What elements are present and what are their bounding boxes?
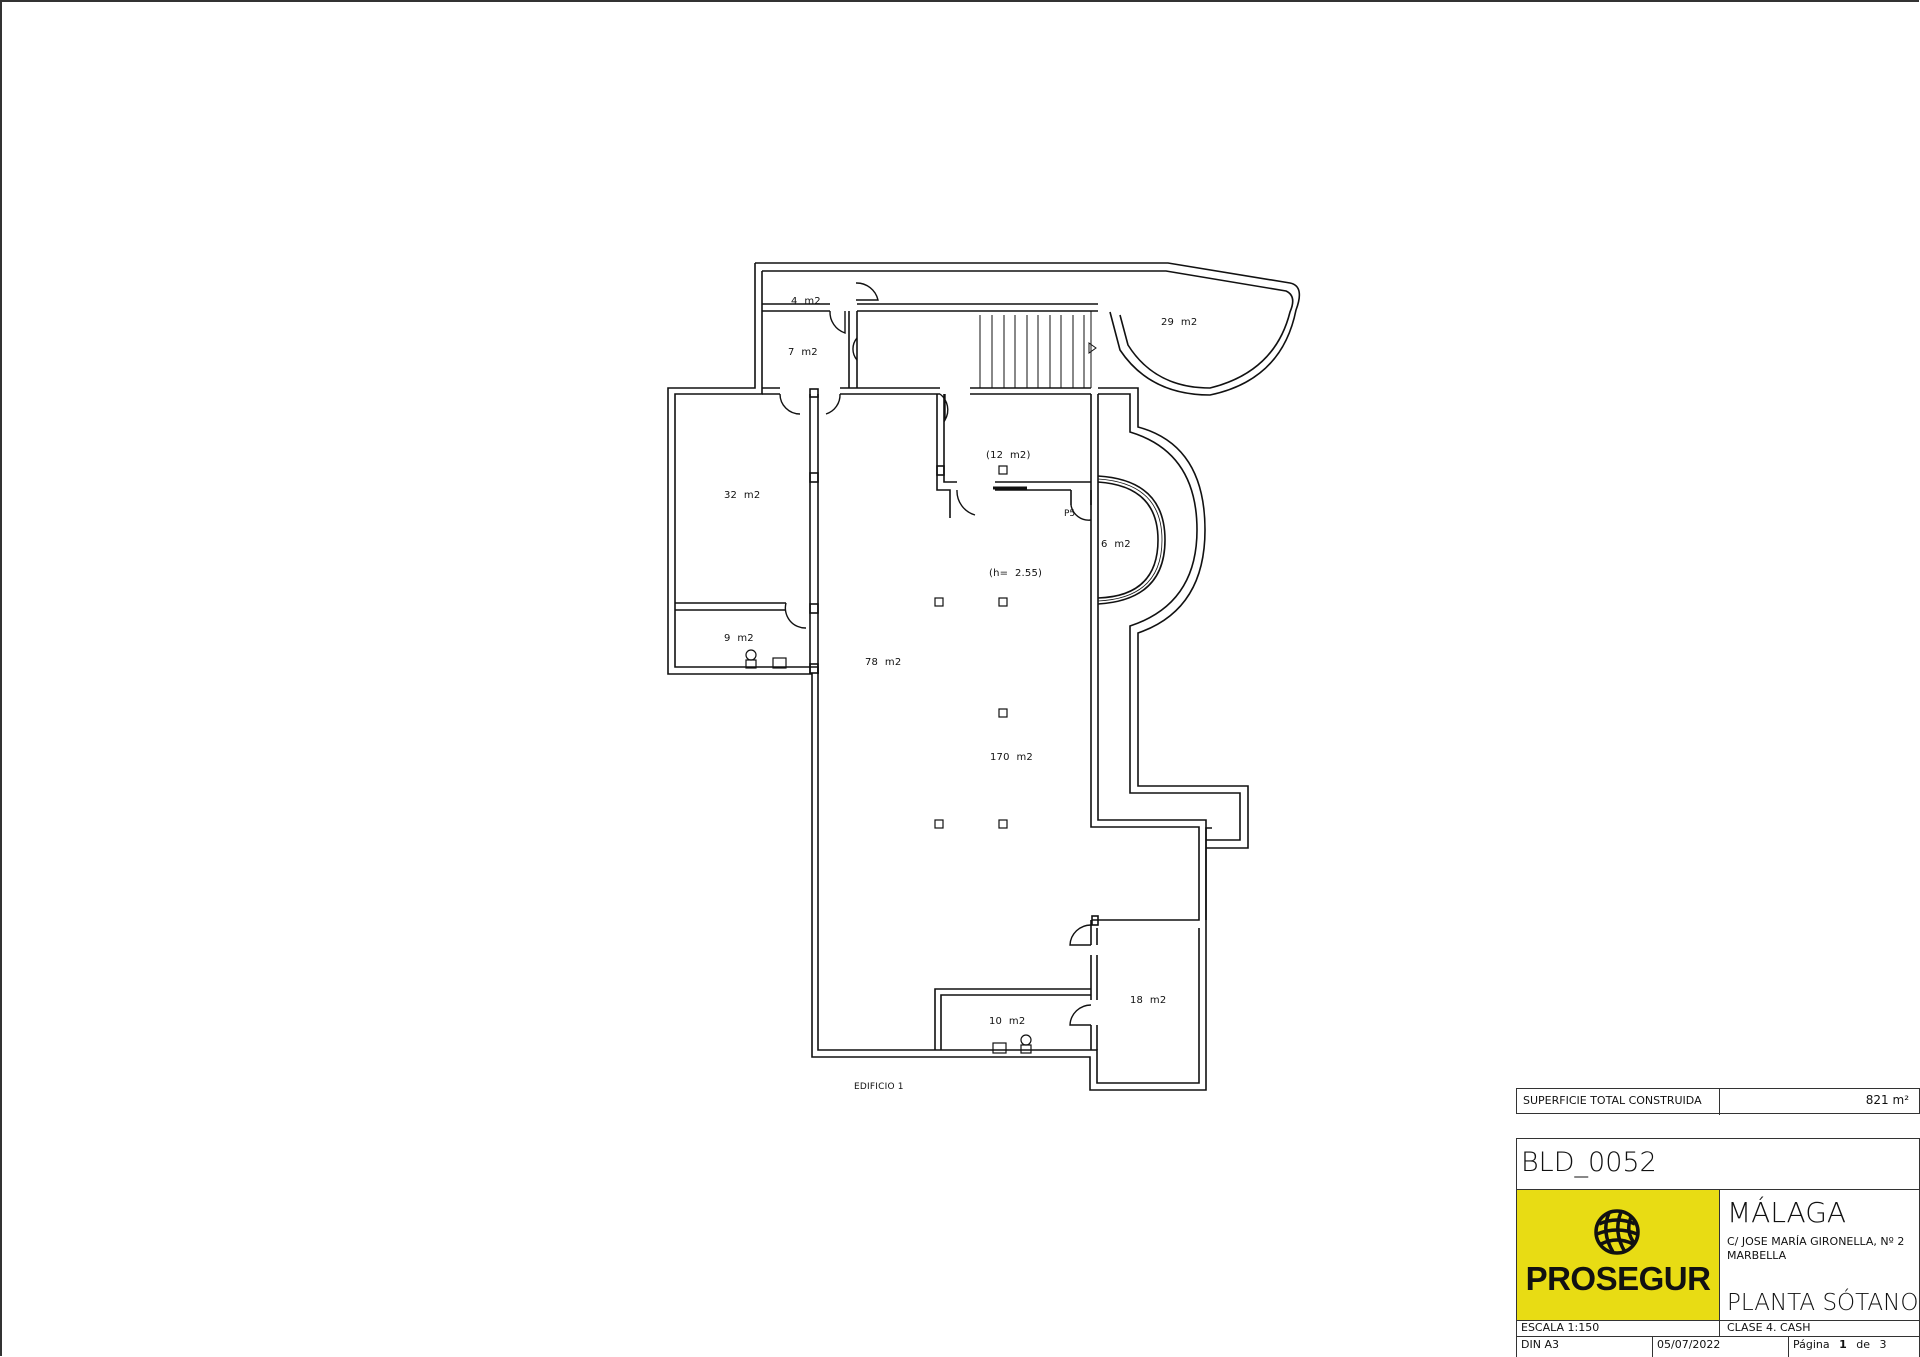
room-label-10m2: 10 m2: [989, 1016, 1026, 1027]
curved-room-6m2: [1097, 475, 1166, 605]
room-label-6m2: 6 m2: [1101, 539, 1131, 550]
building-label: EDIFICIO 1: [854, 1082, 904, 1092]
title-block: SUPERFICIE TOTAL CONSTRUIDA 821 m² BLD_0…: [1516, 1088, 1920, 1357]
room-label-12m2: (12 m2): [986, 450, 1031, 461]
brand-row: PROSEGUR MÁLAGA C/ JOSE MARÍA GIRONELLA,…: [1516, 1189, 1920, 1321]
building-id-row: BLD_0052: [1516, 1138, 1920, 1190]
city-name: MÁLAGA: [1727, 1196, 1847, 1229]
building-id: BLD_0052: [1521, 1147, 1657, 1178]
sanitary-fixtures: [745, 649, 1032, 1054]
room-label-29m2: 29 m2: [1161, 317, 1198, 328]
room-label-7m2: 7 m2: [788, 347, 818, 358]
room-label-9m2: 9 m2: [724, 633, 754, 644]
surface-row: SUPERFICIE TOTAL CONSTRUIDA 821 m²: [1516, 1088, 1920, 1115]
page-label: Página: [1793, 1338, 1830, 1351]
exterior-walls: [667, 262, 1301, 1091]
paper-row: DIN A3 05/07/2022 Página 1 de 3: [1516, 1336, 1920, 1357]
room-label-18m2: 18 m2: [1130, 995, 1167, 1006]
scale-row: ESCALA 1:150 CLASE 4. CASH: [1516, 1320, 1920, 1337]
globe-icon: [1594, 1209, 1640, 1255]
surface-label: SUPERFICIE TOTAL CONSTRUIDA: [1517, 1089, 1720, 1115]
room-label-170m2: 170 m2: [990, 752, 1033, 763]
paper-size: DIN A3: [1517, 1337, 1653, 1357]
address-line1: C/ JOSE MARÍA GIRONELLA, Nº 2: [1727, 1235, 1905, 1248]
room-label-4m2: 4 m2: [791, 296, 821, 307]
surface-value: 821 m²: [1865, 1093, 1909, 1107]
stairs: [979, 311, 1097, 388]
columns: [934, 465, 1008, 829]
brand-name: PROSEGUR: [1525, 1260, 1711, 1297]
door-tag-p5: P5: [1064, 509, 1075, 519]
class-label: CLASE 4. CASH: [1727, 1321, 1811, 1334]
room-label-32m2: 32 m2: [724, 490, 761, 501]
page-current: 1: [1839, 1338, 1847, 1351]
prosegur-logo: PROSEGUR: [1517, 1190, 1720, 1320]
page-indicator: Página 1 de 3: [1789, 1337, 1887, 1353]
date: 05/07/2022: [1653, 1337, 1789, 1357]
interior-walls: [675, 303, 1099, 1050]
scale-label: ESCALA 1:150: [1517, 1320, 1720, 1336]
page-total: 3: [1879, 1338, 1887, 1351]
ceiling-height-label: (h= 2.55): [989, 568, 1043, 579]
plan-name: PLANTA SÓTANO: [1727, 1290, 1919, 1316]
room-label-78m2: 78 m2: [865, 657, 902, 668]
door-swings: [779, 282, 1092, 1026]
address-line2: MARBELLA: [1727, 1249, 1787, 1262]
page-of: de: [1856, 1338, 1871, 1351]
